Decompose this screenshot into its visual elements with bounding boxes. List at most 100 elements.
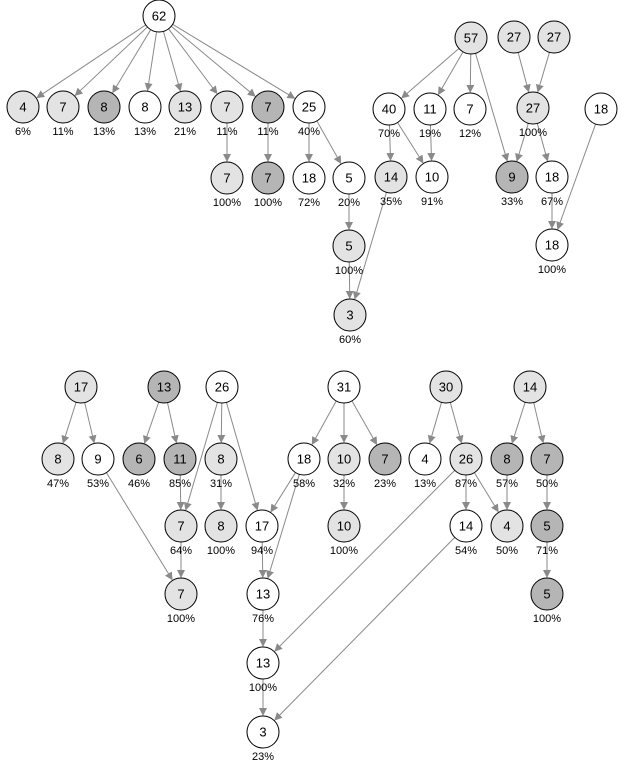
node-percent-label: 40% <box>298 126 320 138</box>
node-label: 7 <box>381 452 388 467</box>
edge-c26-to-c7a <box>183 402 218 511</box>
node-circle <box>128 90 162 124</box>
node-label: 4 <box>19 100 26 115</box>
node-label: 5 <box>345 171 352 186</box>
node-label: 8 <box>100 100 107 115</box>
node-label: 8 <box>54 452 61 467</box>
node-circle <box>495 160 529 194</box>
node-percent-label: 50% <box>536 478 558 490</box>
edge-c9-to-c7b <box>105 472 173 581</box>
node-percent-label: 6% <box>15 126 31 138</box>
node-label: 4 <box>421 452 428 467</box>
node-circle <box>413 92 447 126</box>
graph-node: 813% <box>128 90 162 138</box>
node-label: 17 <box>74 380 88 395</box>
node-circle <box>327 370 361 404</box>
node-label: 7 <box>59 100 66 115</box>
node-percent-label: 100% <box>538 264 566 276</box>
node-circle <box>292 90 326 124</box>
node-circle <box>584 92 618 126</box>
node-label: 7 <box>177 587 184 602</box>
graph-node: 17 <box>64 370 98 404</box>
node-circle <box>147 370 181 404</box>
node-circle <box>454 21 488 55</box>
node-percent-label: 31% <box>210 478 232 490</box>
edge-a62-to-a7b <box>168 28 218 95</box>
node-label: 18 <box>297 452 311 467</box>
edge-c13-to-c6 <box>143 401 160 444</box>
node-circle <box>142 0 176 33</box>
node-circle <box>46 90 80 124</box>
node-circle <box>122 442 156 476</box>
node-circle <box>246 577 280 611</box>
edge-c14-to-c3 <box>274 537 456 721</box>
graph-node: 646% <box>122 442 156 490</box>
edge-a25-to-a5 <box>316 120 342 165</box>
node-circle <box>372 92 406 126</box>
node-percent-label: 94% <box>251 545 273 557</box>
node-circle <box>6 90 40 124</box>
node-label: 8 <box>217 452 224 467</box>
node-circle <box>497 20 531 54</box>
edge-a62-to-a4 <box>36 24 146 99</box>
graph-node: 360% <box>333 298 367 346</box>
graph-node: 712% <box>453 92 487 140</box>
node-circle <box>327 442 361 476</box>
node-label: 7 <box>543 452 550 467</box>
graph-node: 31 <box>327 370 361 404</box>
node-percent-label: 57% <box>496 478 518 490</box>
node-label: 13 <box>178 100 192 115</box>
node-label: 31 <box>337 380 351 395</box>
node-circle <box>87 90 121 124</box>
graph-node: 27 <box>537 20 571 54</box>
node-label: 27 <box>526 101 540 116</box>
node-circle <box>246 715 280 749</box>
graph-node: 8 31% <box>204 442 238 490</box>
node-percent-label: 11% <box>257 126 278 138</box>
edge-a62-to-a7a <box>74 26 148 96</box>
node-percent-label: 11% <box>216 126 237 138</box>
node-circle <box>429 370 463 404</box>
graph-node: 18 <box>584 92 618 126</box>
node-label: 30 <box>439 380 453 395</box>
node-percent-label: 23% <box>374 478 396 490</box>
node-circle <box>453 92 487 126</box>
node-circle <box>168 90 202 124</box>
node-percent-label: 54% <box>455 545 477 557</box>
node-circle <box>535 228 569 262</box>
graph-node: 62 <box>142 0 176 33</box>
graph-node: 14 <box>513 370 547 404</box>
edge-b40-to-b10 <box>397 122 424 164</box>
node-label: 27 <box>547 30 561 45</box>
node-percent-label: 71% <box>536 545 558 557</box>
node-label: 5 <box>543 587 550 602</box>
graph-node: 57 <box>454 21 488 55</box>
edge-b40-to-b14 <box>386 124 395 162</box>
graph-node: 7 50% <box>530 442 564 490</box>
node-percent-label: 50% <box>496 545 518 557</box>
node-percent-label: 12% <box>459 128 481 140</box>
node-label: 7 <box>177 519 184 534</box>
node-circle <box>332 229 366 263</box>
node-label: 6 <box>135 452 142 467</box>
edge-b27c-to-b9 <box>515 123 529 162</box>
node-label: 10 <box>425 170 439 185</box>
node-percent-label: 67% <box>541 196 563 208</box>
node-circle <box>164 577 198 611</box>
graph-node: 26 <box>205 370 239 404</box>
node-label: 7 <box>223 100 230 115</box>
node-circle <box>327 509 361 543</box>
node-circle <box>246 646 280 680</box>
